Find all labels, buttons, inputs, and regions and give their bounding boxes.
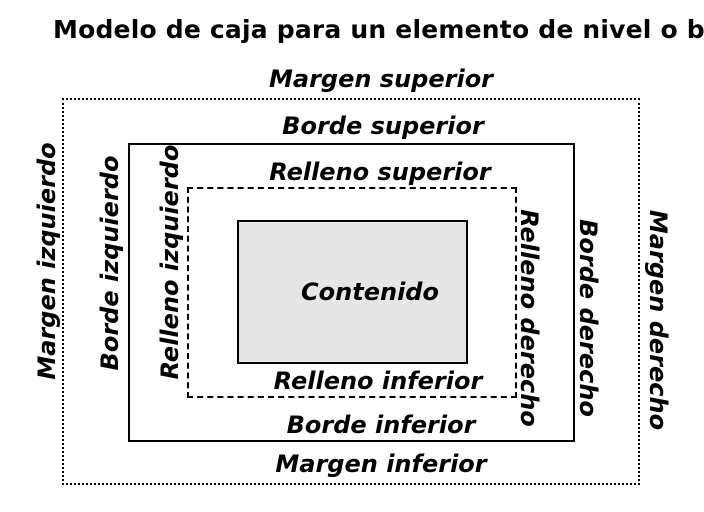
border-right-label: Borde derecho	[574, 219, 602, 417]
border-left-label: Borde izquierdo	[96, 155, 124, 371]
margin-bottom-label: Margen inferior	[275, 450, 487, 478]
padding-left-label: Relleno izquierdo	[156, 144, 184, 380]
margin-box	[62, 98, 640, 485]
padding-top-label: Relleno superior	[269, 158, 491, 186]
content-box	[237, 220, 468, 364]
border-bottom-label: Borde inferior	[286, 411, 476, 439]
content-label: Contenido	[301, 278, 439, 306]
margin-top-label: Margen superior	[268, 65, 494, 93]
margin-left-label: Margen izquierdo	[33, 142, 61, 380]
border-box	[128, 143, 575, 442]
diagram-title: Modelo de caja para un elemento de nivel…	[53, 15, 704, 44]
padding-right-label: Relleno derecho	[515, 209, 543, 427]
margin-right-label: Margen derecho	[644, 209, 672, 431]
border-top-label: Borde superior	[282, 112, 484, 140]
padding-box	[187, 187, 517, 398]
padding-bottom-label: Relleno inferior	[273, 367, 483, 395]
